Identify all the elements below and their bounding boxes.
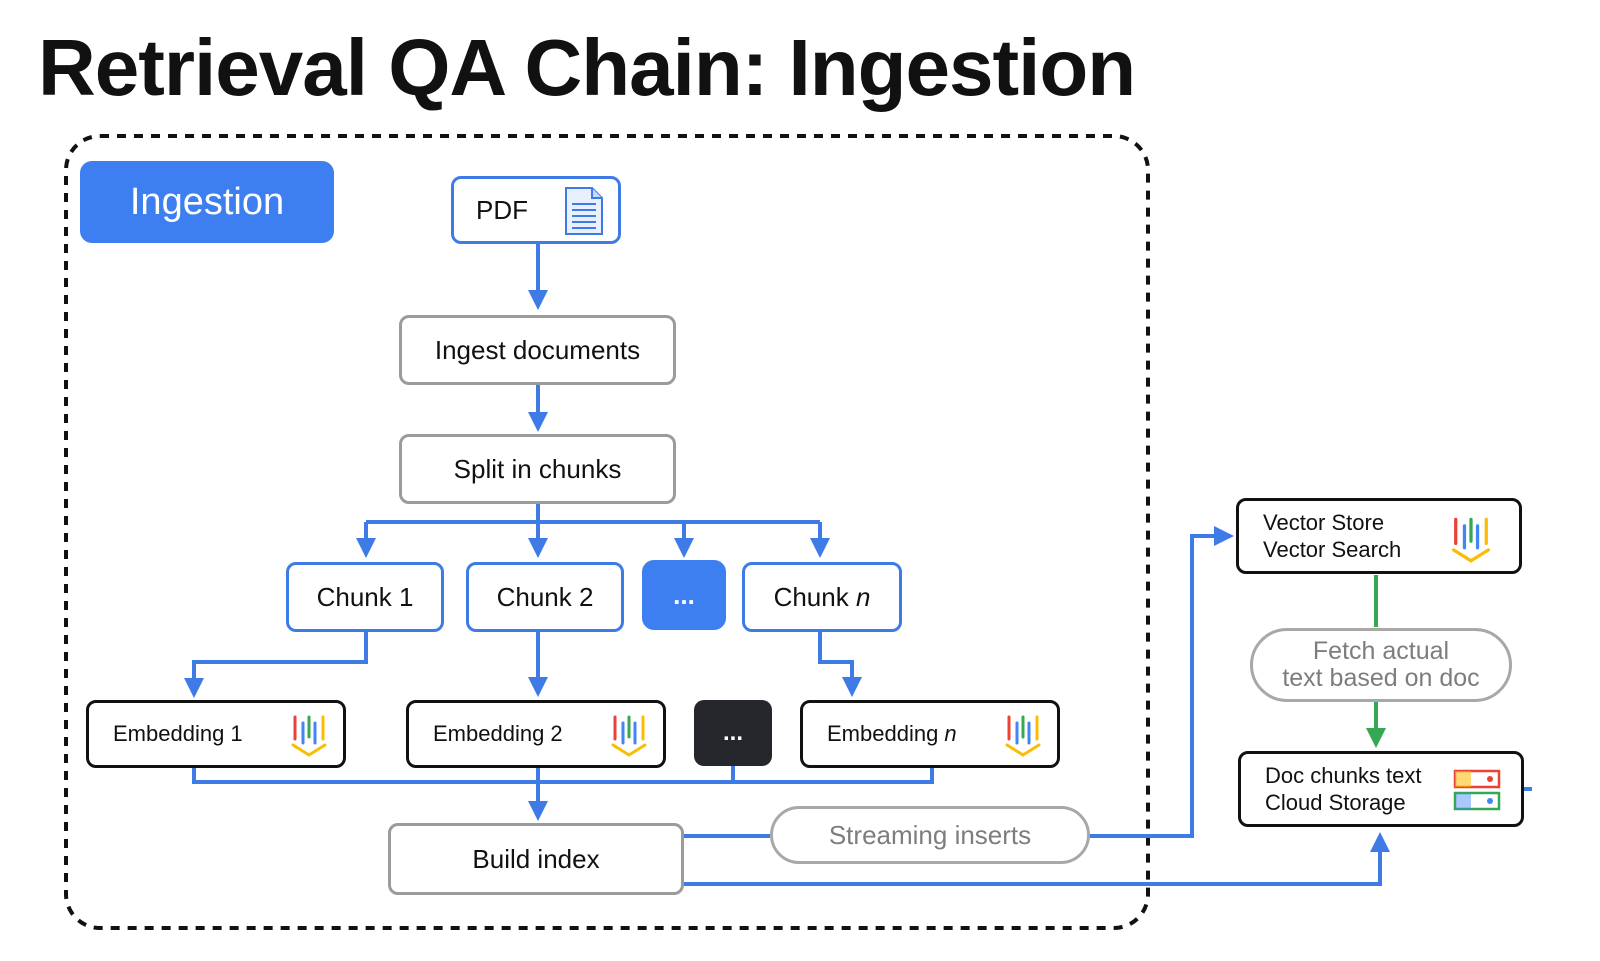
split-in-chunks-label: Split in chunks bbox=[453, 453, 622, 484]
embedding-1-label: Embedding 1 bbox=[113, 721, 243, 746]
embedding-2-node: Embedding 2 bbox=[406, 700, 666, 768]
page-title: Retrieval QA Chain: Ingestion bbox=[38, 23, 1136, 112]
embedding-more-label: ... bbox=[722, 719, 743, 746]
streaming-inserts-node: Streaming inserts bbox=[770, 806, 1090, 864]
embedding-more-node: ... bbox=[694, 700, 772, 766]
vector-store-text: Vector Store Vector Search bbox=[1263, 509, 1401, 563]
arrow-streaming-to-vector-store bbox=[1088, 526, 1234, 838]
arrow-chunk1-to-emb1 bbox=[184, 631, 368, 698]
ingest-documents-label: Ingest documents bbox=[434, 334, 641, 365]
fetch-text-node: Fetch actual text based on doc bbox=[1250, 628, 1512, 702]
chunk-more-node: ... bbox=[642, 560, 726, 630]
ingestion-badge: Ingestion bbox=[80, 161, 334, 243]
chunk-n-node: Chunk n bbox=[742, 562, 902, 632]
ingestion-badge-label: Ingestion bbox=[129, 180, 285, 223]
pdf-node: PDF bbox=[451, 176, 621, 244]
embedding-n-label: Embedding n bbox=[827, 721, 957, 747]
build-index-node: Build index bbox=[388, 823, 684, 895]
chunk-n-prefix: Chunk bbox=[773, 581, 856, 612]
vertex-ai-icon bbox=[611, 715, 647, 757]
build-index-label: Build index bbox=[472, 843, 600, 874]
chunk-1-label: Chunk 1 bbox=[316, 581, 414, 612]
vector-store-line2: Vector Search bbox=[1263, 537, 1402, 562]
chunk-2-node: Chunk 2 bbox=[466, 562, 624, 632]
split-in-chunks-node: Split in chunks bbox=[399, 434, 676, 504]
vector-store-line1: Vector Store bbox=[1263, 510, 1385, 535]
ingestion-boundary bbox=[64, 134, 1150, 930]
streaming-inserts-label: Streaming inserts bbox=[828, 820, 1032, 850]
doc-chunks-line2: Cloud Storage bbox=[1265, 790, 1406, 815]
merge-embeddings-line bbox=[192, 766, 934, 784]
embedding-n-node: Embedding n bbox=[800, 700, 1060, 768]
cloud-storage-icon bbox=[1453, 769, 1501, 811]
fetch-text-line1: Fetch actual bbox=[1312, 637, 1450, 665]
embedding-n-prefix: Embedding bbox=[827, 721, 945, 746]
embedding-1-node: Embedding 1 bbox=[86, 700, 346, 768]
chunk-more-label: ... bbox=[673, 579, 695, 610]
embedding-n-suffix: n bbox=[944, 721, 957, 746]
doc-chunks-line1: Doc chunks text bbox=[1265, 763, 1422, 788]
vertex-ai-icon bbox=[1005, 715, 1041, 757]
fetch-text-content: Fetch actual text based on doc bbox=[1282, 638, 1479, 692]
arrow-index-to-doc-chunks bbox=[684, 832, 1390, 886]
chunk-1-node: Chunk 1 bbox=[286, 562, 444, 632]
document-icon bbox=[565, 187, 603, 235]
vector-store-node: Vector Store Vector Search bbox=[1236, 498, 1522, 574]
chunk-n-label: Chunk n bbox=[774, 582, 871, 613]
embedding-2-label: Embedding 2 bbox=[433, 721, 563, 746]
chunk-n-suffix: n bbox=[855, 581, 871, 612]
arrow-chunkn-to-embn bbox=[818, 631, 862, 697]
ingest-documents-node: Ingest documents bbox=[399, 315, 676, 385]
split-branch-line bbox=[366, 503, 820, 524]
vertex-ai-icon bbox=[1451, 517, 1491, 563]
doc-chunks-text: Doc chunks text Cloud Storage bbox=[1265, 762, 1422, 816]
doc-chunks-node: Doc chunks text Cloud Storage bbox=[1238, 751, 1524, 827]
pdf-label: PDF bbox=[476, 194, 528, 225]
vertex-ai-icon bbox=[291, 715, 327, 757]
fetch-text-line2: text based on doc bbox=[1282, 664, 1480, 692]
chunk-2-label: Chunk 2 bbox=[496, 581, 594, 612]
